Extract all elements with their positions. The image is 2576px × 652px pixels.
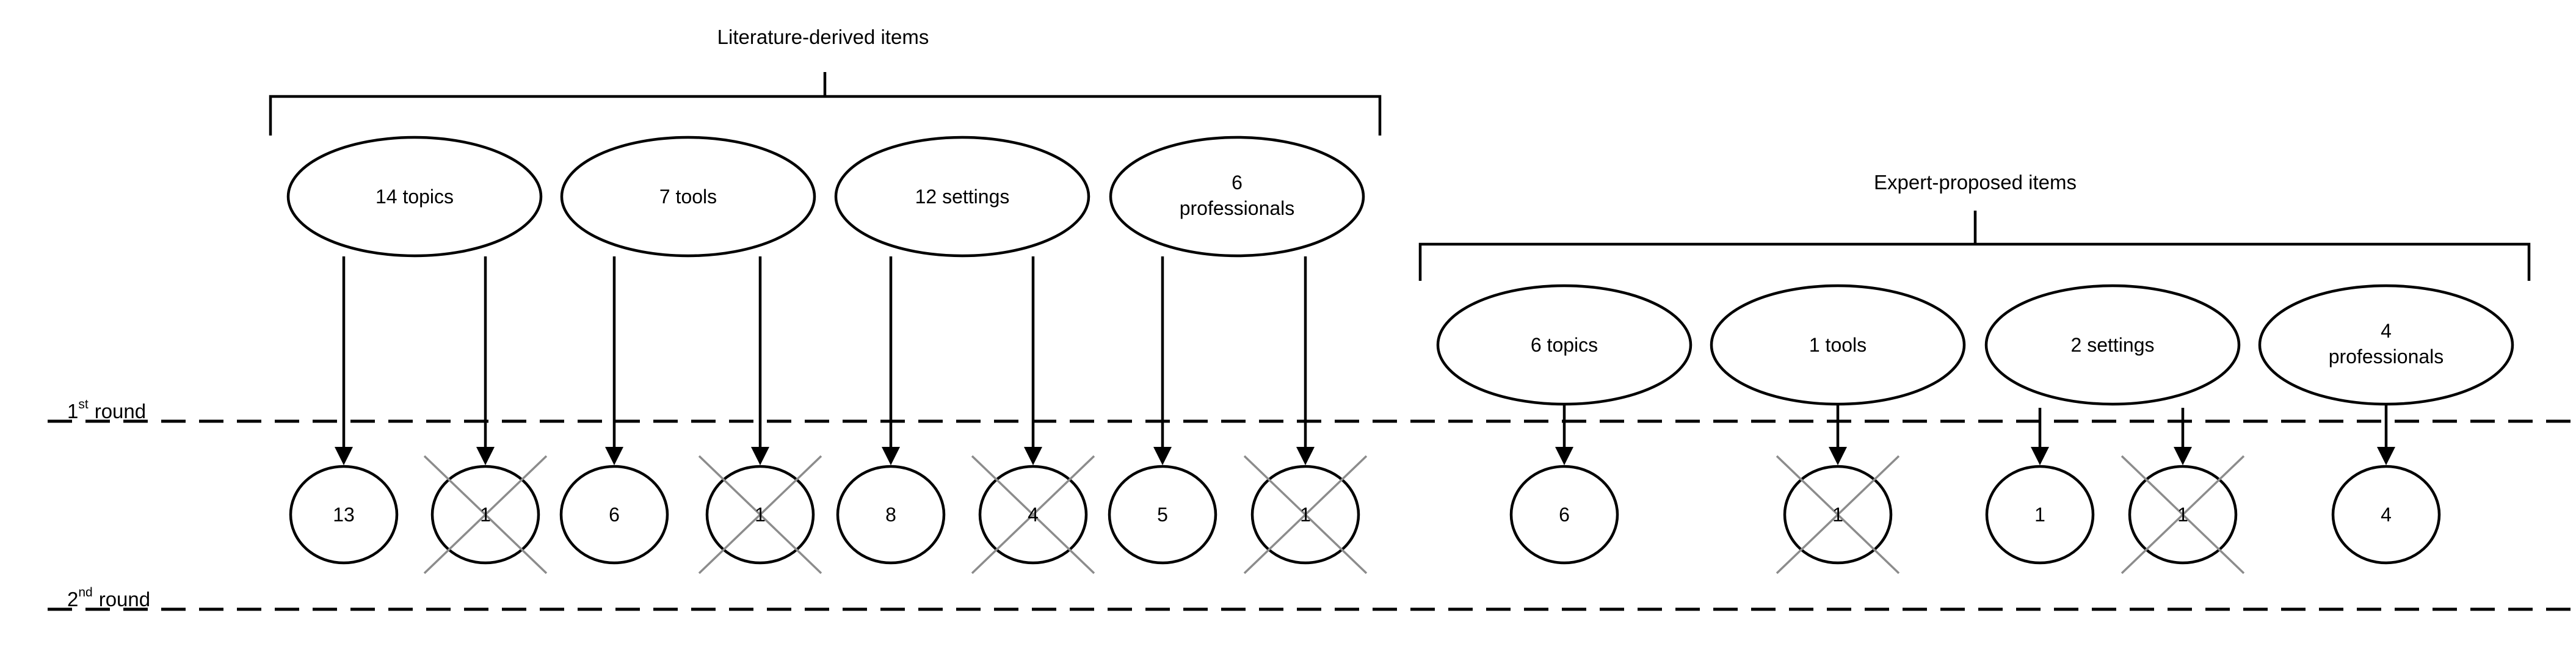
expert-item-3-kept-value: 1 bbox=[2034, 504, 2045, 526]
expert-item-3-ellipse bbox=[1984, 284, 2241, 406]
expert-item-4-kept-arrow-head bbox=[2377, 447, 2395, 465]
literature-item-4-removed-cross-b bbox=[1243, 455, 1368, 574]
literature-item-3-removed-cross-b bbox=[971, 455, 1095, 574]
literature-item-2-removed-value: 1 bbox=[755, 504, 766, 526]
literature-item-4-label-line2: professionals bbox=[1180, 197, 1295, 219]
expert-item-2-removed-arrow-head bbox=[1829, 447, 1847, 465]
literature-bracket bbox=[269, 72, 1382, 136]
literature-item-1-kept-arrow-head bbox=[335, 447, 353, 465]
literature-item-1-kept-circle bbox=[289, 465, 399, 565]
literature-item-1-kept-value: 13 bbox=[333, 504, 355, 526]
expert-item-3-removed-cross-b bbox=[2121, 455, 2245, 574]
literature-item-2-kept-circle bbox=[559, 465, 669, 565]
expert-item-2-removed-cross-b bbox=[1776, 455, 1900, 574]
expert-item-2-removed-value: 1 bbox=[1832, 504, 1843, 526]
literature-item-1-label: 14 topics bbox=[376, 186, 454, 208]
literature-item-3-removed-arrow-head bbox=[1024, 447, 1042, 465]
literature-item-2-ellipse bbox=[560, 136, 816, 258]
expert-item-3-kept-arrow-head bbox=[2031, 447, 2049, 465]
expert-item-1-kept-circle bbox=[1509, 465, 1619, 565]
literature-item-4-removed-arrow-head bbox=[1296, 447, 1315, 465]
expert-item-3-removed-value: 1 bbox=[2177, 504, 2188, 526]
literature-item-2-kept-value: 6 bbox=[609, 504, 620, 526]
expert-item-4-label-line2: professionals bbox=[2329, 346, 2444, 368]
literature-item-3-ellipse bbox=[834, 136, 1090, 258]
literature-item-3-kept-circle bbox=[836, 465, 946, 565]
literature-group-title: Literature-derived items bbox=[717, 26, 929, 48]
expert-item-1-kept-value: 6 bbox=[1559, 504, 1570, 526]
expert-item-4-label-line1: 4 bbox=[2381, 320, 2392, 342]
expert-group-title: Expert-proposed items bbox=[1874, 171, 2077, 194]
expert-item-3-kept-circle bbox=[1985, 465, 2095, 565]
expert-item-4-kept-circle bbox=[2331, 465, 2441, 565]
literature-item-3-kept-arrow-head bbox=[882, 447, 900, 465]
expert-item-1-label: 6 topics bbox=[1531, 334, 1598, 356]
literature-group: Literature-derived items bbox=[269, 26, 1382, 136]
literature-item-4-kept-value: 5 bbox=[1157, 504, 1168, 526]
literature-item-1-removed-cross-b bbox=[423, 455, 548, 574]
literature-item-4-label-line1: 6 bbox=[1232, 172, 1243, 194]
literature-item-4-kept-arrow-head bbox=[1153, 447, 1172, 465]
literature-item-3-removed-value: 4 bbox=[1028, 504, 1039, 526]
literature-item-4-removed-value: 1 bbox=[1300, 504, 1311, 526]
literature-item-2-removed-arrow-head bbox=[751, 447, 769, 465]
literature-item-1-removed-value: 1 bbox=[480, 504, 491, 526]
expert-item-3-label: 2 settings bbox=[2071, 334, 2155, 356]
literature-item-2-removed-cross-b bbox=[698, 455, 822, 574]
expert-item-3-removed-arrow-head bbox=[2174, 447, 2192, 465]
literature-item-3-label: 12 settings bbox=[915, 186, 1010, 208]
expert-item-2-label: 1 tools bbox=[1809, 334, 1867, 356]
expert-item-1-kept-arrow-head bbox=[1555, 447, 1573, 465]
expert-item-4-ellipse bbox=[2258, 284, 2514, 406]
expert-group: Expert-proposed items bbox=[1418, 171, 2531, 281]
literature-item-1-ellipse bbox=[286, 136, 543, 258]
literature-item-4-ellipse bbox=[1109, 136, 1365, 258]
literature-item-2-kept-arrow-head bbox=[605, 447, 623, 465]
expert-item-4-kept-value: 4 bbox=[2381, 504, 2392, 526]
literature-item-3-kept-value: 8 bbox=[885, 504, 896, 526]
literature-item-4-kept-circle bbox=[1108, 465, 1217, 565]
literature-item-1-removed-arrow-head bbox=[476, 447, 495, 465]
expert-bracket bbox=[1418, 211, 2531, 281]
literature-item-2-label: 7 tools bbox=[659, 186, 717, 208]
